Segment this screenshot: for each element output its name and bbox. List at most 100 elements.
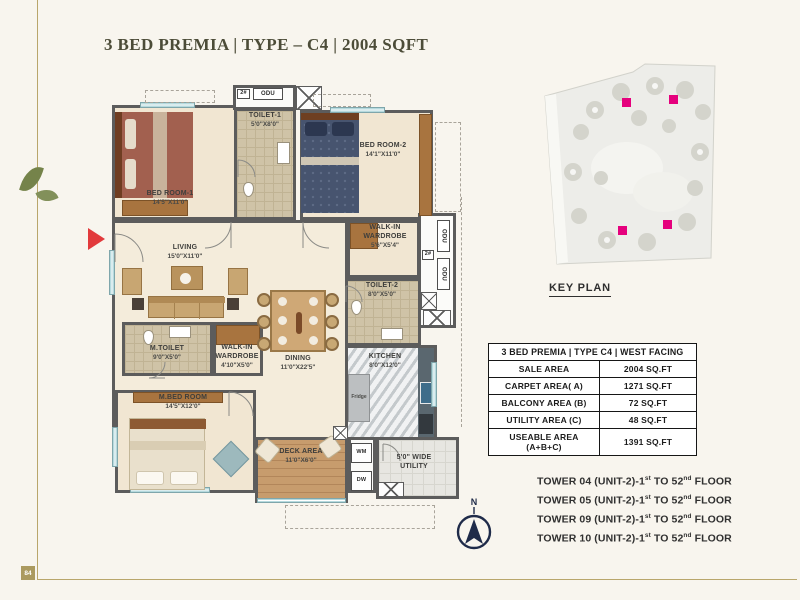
svg-text:N: N [471,497,478,507]
vanity [169,326,191,338]
plate [309,336,318,345]
tower-highlight [663,220,672,229]
pillow [170,471,198,485]
odu-tag: ODU [437,220,450,252]
pillow [136,471,164,485]
shaft-icon [296,86,322,110]
pillow [332,122,354,136]
bed-bench [130,419,206,429]
leaf-icon [35,185,59,206]
sofa-seam [199,303,200,319]
pillow [125,159,136,189]
table-row: CARPET AREA( A)1271 SQ.FT [488,377,697,395]
plate [309,297,318,306]
shaft-icon [423,310,451,326]
ledge-dashed [145,90,215,103]
bed-headboard [115,112,122,198]
odu-tag: ODU [253,88,283,100]
dining-chair [257,315,271,329]
shaft-tag: 2# [237,89,250,99]
page-border-bottom [37,579,797,580]
sofa-back [149,297,225,303]
room-toilet-1 [234,108,296,220]
ledge-dashed [313,94,371,107]
pillow [305,122,327,136]
dresser [122,200,188,216]
area-table-header: 3 BED PREMIA | TYPE C4 | WEST FACING [488,343,697,361]
bed-sheet-fold [130,441,206,450]
washbasin [277,142,290,164]
window [330,107,385,113]
shaft-icon [378,482,404,497]
boundary-dashed [461,197,462,427]
armchair [228,268,248,295]
shaft-icon [333,426,348,440]
shaft-tag: 2# [422,250,434,260]
page-border-left [37,0,38,579]
ledge-dashed [435,122,461,212]
tower-list: TOWER 04 (UNIT-2)-1st TO 52nd FLOOR TOWE… [537,471,732,547]
wc [243,182,254,197]
side-table [132,298,144,310]
vanity [381,328,403,340]
wardrobe-unit [350,223,378,249]
plate [278,297,287,306]
bed-1 [115,112,193,198]
tower-line: TOWER 05 (UNIT-2)-1st TO 52nd FLOOR [537,494,732,507]
tower-highlight [618,226,627,235]
dining-chair [325,293,339,307]
master-bed [129,418,206,490]
dining-chair [325,337,339,351]
room-walkin-wardrobe-1 [347,220,420,278]
table-row: USEABLE AREA (A+B+C)1391 SQ.FT [488,428,697,456]
plate [278,316,287,325]
tower-line: TOWER 09 (UNIT-2)-1st TO 52nd FLOOR [537,513,732,526]
bed-sheet-fold [301,157,359,165]
dining-chair [325,315,339,329]
wc [143,330,154,345]
plate [278,336,287,345]
site-map [544,63,716,265]
table-row: UTILITY AREA (C)48 SQ.FT [488,411,697,429]
tower-highlight [622,98,631,107]
wc [351,300,362,315]
room-m-toilet [122,322,213,376]
washing-machine: WM [351,443,372,463]
tower-line: TOWER 10 (UNIT-2)-1st TO 52nd FLOOR [537,532,732,545]
kitchen-hob [419,414,433,434]
deck-railing [257,498,346,503]
centerpiece [296,312,302,334]
compass-icon: N [456,497,492,550]
odu-tag: ODU [437,258,450,290]
tower-line: TOWER 04 (UNIT-2)-1st TO 52nd FLOOR [537,475,732,488]
pillow [125,119,136,149]
ledge-dashed [285,505,435,529]
page-title: 3 BED PREMIA | TYPE – C4 | 2004 SQFT [104,35,429,54]
dining-table [270,290,326,352]
bed-runner [153,112,167,198]
dining-chair [257,293,271,307]
tray [180,273,191,284]
bed-2 [301,113,359,213]
side-table [227,298,239,310]
dining-chair [257,337,271,351]
key-plan: KEY PLAN [535,60,725,305]
area-table: 3 BED PREMIA | TYPE C4 | WEST FACING SAL… [488,343,697,456]
tower-highlight [669,95,678,104]
floor-plan: Fridge WM DW 2# ODU ODU ODU 2# [85,82,465,532]
armchair [122,268,142,295]
sofa-seam [174,303,175,319]
window [431,362,437,407]
wardrobe-unit [419,114,432,216]
page-number: 84 [21,566,35,580]
table-row: BALCONY AREA (B)72 SQ.FT [488,394,697,412]
plate [309,316,318,325]
console [133,392,223,403]
entry-arrow-icon [88,228,105,250]
coffee-table [171,266,203,290]
sofa [148,296,225,319]
bed-headboard [301,113,359,120]
window [109,250,115,295]
shaft-icon [421,292,437,310]
